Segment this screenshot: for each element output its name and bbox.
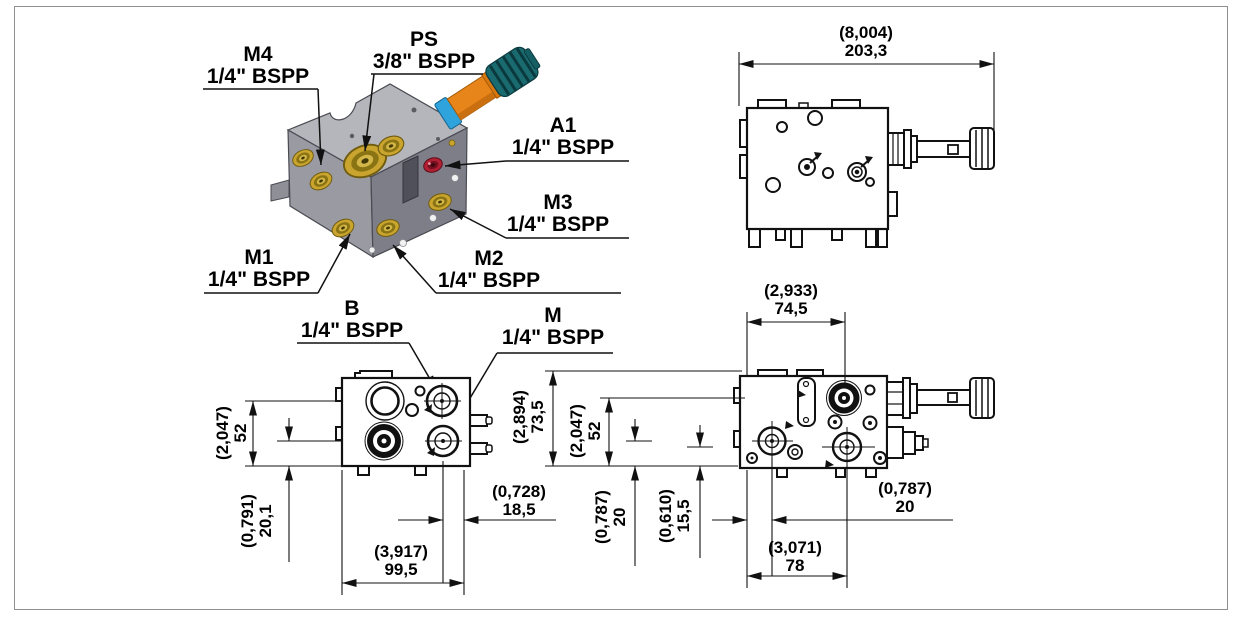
- port-m3-thread: 1/4" BSPP: [506, 213, 610, 236]
- dim-side-h20-mm: 20: [610, 507, 629, 527]
- adjuster-symbol-2: [847, 156, 873, 182]
- dim-front-w99-5: (3,917) 99,5: [374, 543, 428, 579]
- label-port-m3: M3 1/4" BSPP: [507, 192, 609, 236]
- adjuster-symbol-1: [798, 152, 822, 176]
- side-port-left: [752, 421, 793, 461]
- dim-side-h15-5-in: (0,610): [656, 489, 675, 543]
- valve-cavity-slot: [402, 155, 419, 204]
- label-port-m4: M4 1/4" BSPP: [207, 44, 309, 88]
- dim-side-w20-mm: 20: [895, 497, 915, 516]
- port-b-front: [424, 383, 461, 419]
- dim-side-h15-5-mm: 15,5: [674, 499, 693, 533]
- port-a1-thread: 1/4" BSPP: [511, 136, 615, 159]
- drawing-frame-border: [14, 6, 1228, 610]
- dim-front-h52-mm: 52: [231, 423, 250, 443]
- dim-top-width-mm: 203,3: [844, 41, 888, 60]
- dim-front-w18-5: (0,728) 18,5: [492, 483, 546, 519]
- dim-side-h15-5: (0,610) 15,5: [656, 489, 693, 543]
- dim-side-w74-5-mm: 74,5: [774, 299, 808, 318]
- dim-front-h20-1: (0,791) 20,1: [238, 494, 275, 548]
- dim-side-h52: (2,047) 52: [567, 404, 604, 458]
- side-relief-valve: [886, 377, 995, 419]
- hex-plug: [364, 421, 404, 461]
- side-big-port: [826, 380, 862, 416]
- dim-front-w18-5-in: (0,728): [492, 482, 546, 501]
- side-port-right: [822, 427, 875, 468]
- label-port-m1: M1 1/4" BSPP: [208, 247, 310, 291]
- port-b-code: B: [344, 297, 360, 320]
- dim-side-h73-5-mm: 73,5: [528, 400, 547, 434]
- dim-side-w78-in: (3,071): [768, 538, 822, 557]
- front-view: [335, 370, 493, 476]
- pressure-adjuster-knob: [434, 46, 541, 130]
- dim-top-width-in: (8,004): [839, 23, 893, 42]
- port-m1-thread: 1/4" BSPP: [207, 268, 311, 291]
- label-port-m2: M2 1/4" BSPP: [438, 248, 540, 292]
- label-port-ps: PS 3/8" BSPP: [373, 29, 475, 73]
- port-m-front: [425, 424, 462, 458]
- top-view: [739, 99, 995, 248]
- label-port-b: B 1/4" BSPP: [301, 298, 403, 342]
- label-port-m: M 1/4" BSPP: [502, 305, 604, 349]
- dim-top-width: (8,004) 203,3: [839, 24, 893, 60]
- dim-side-w78-mm: 78: [785, 556, 805, 575]
- dim-side-w74-5-in: (2,933): [764, 281, 818, 300]
- dim-side-h20: (0,787) 20: [592, 490, 629, 544]
- dim-side-h20-in: (0,787): [592, 490, 611, 544]
- top-view-relief-valve: [887, 127, 995, 170]
- dim-side-w20: (0,787) 20: [878, 480, 932, 516]
- port-m2-thread: 1/4" BSPP: [437, 269, 541, 292]
- port-b-thread: 1/4" BSPP: [300, 319, 404, 342]
- port-ps-thread: 3/8" BSPP: [372, 50, 476, 73]
- dim-side-w74-5: (2,933) 74,5: [764, 282, 818, 318]
- port-m3-code: M3: [543, 191, 573, 214]
- dim-side-w20-in: (0,787): [878, 479, 932, 498]
- port-a1-code: A1: [549, 114, 577, 137]
- label-port-a1: A1 1/4" BSPP: [512, 115, 614, 159]
- dim-front-h52: (2,047) 52: [213, 406, 250, 460]
- isometric-view: [270, 46, 541, 259]
- port-m4-code: M4: [243, 43, 273, 66]
- dim-front-w18-5-mm: 18,5: [502, 500, 536, 519]
- port-a1: [423, 157, 443, 173]
- dim-front-h20-1-in: (0,791): [238, 494, 257, 548]
- port-m1-code: M1: [244, 246, 274, 269]
- dim-side-h52-in: (2,047): [567, 404, 586, 458]
- dim-front-w99-5-in: (3,917): [374, 542, 428, 561]
- port-m4-thread: 1/4" BSPP: [206, 65, 310, 88]
- dim-front-h52-in: (2,047): [213, 406, 232, 460]
- dim-side-h73-5: (2,894) 73,5: [510, 390, 547, 444]
- port-leader-lines: [203, 73, 629, 431]
- dim-side-h52-mm: 52: [585, 421, 604, 441]
- port-m-code: M: [544, 304, 562, 327]
- dim-front-h20-1-mm: 20,1: [256, 504, 275, 538]
- side-lower-fitting: [886, 426, 929, 459]
- dim-side-w78: (3,071) 78: [768, 539, 822, 575]
- side-view: [733, 369, 995, 478]
- port-m2-code: M2: [474, 247, 504, 270]
- port-ps-code: PS: [409, 28, 439, 51]
- dimension-lines: [245, 52, 995, 595]
- port-m-thread: 1/4" BSPP: [501, 326, 605, 349]
- dim-front-w99-5-mm: 99,5: [384, 560, 418, 579]
- dim-side-h73-5-in: (2,894): [510, 390, 529, 444]
